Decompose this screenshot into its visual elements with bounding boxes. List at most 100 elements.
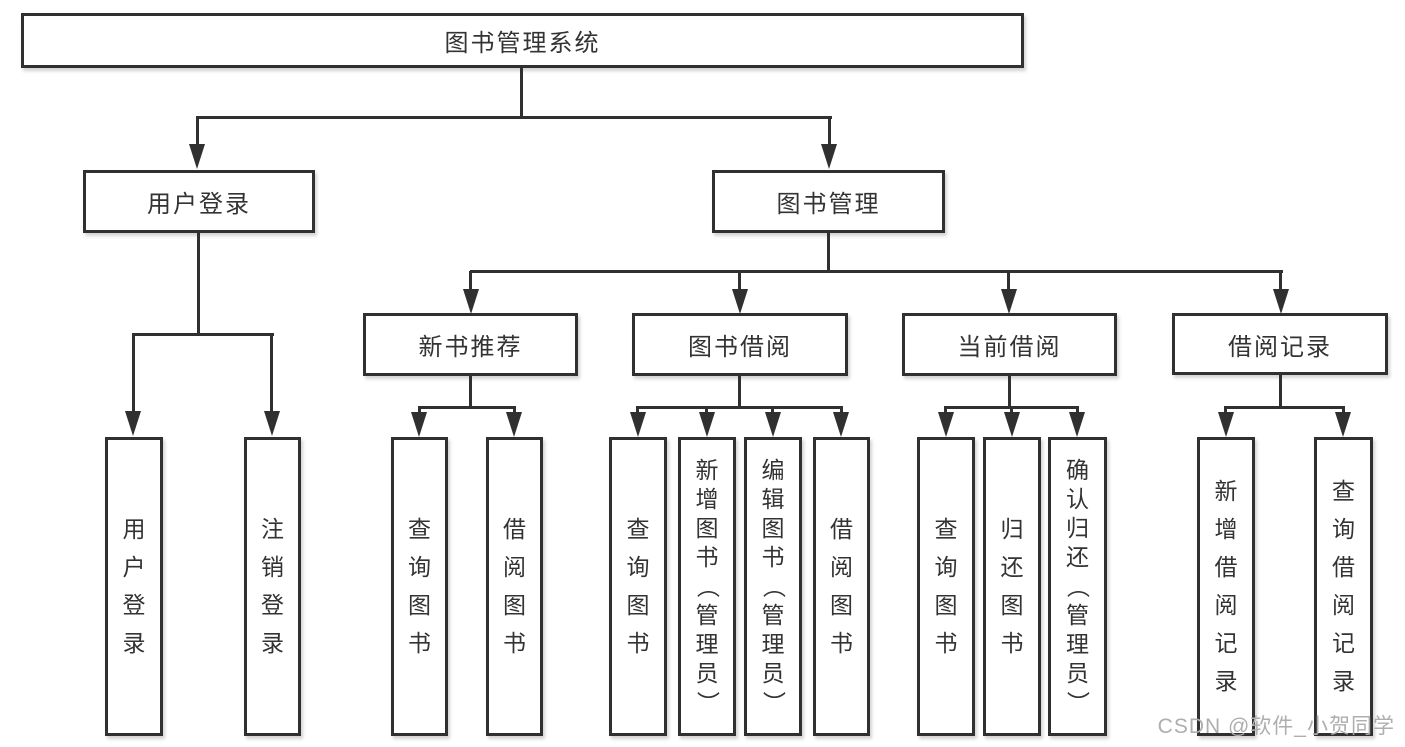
vertical-label-char: 书 [934, 630, 958, 656]
vertical-label-char: 注 [261, 516, 284, 542]
vertical-label-char: 管 [761, 602, 785, 628]
vertical-label-char: 员 [761, 660, 785, 686]
csdn-watermark: CSDN @软件_小贺同学 [1157, 715, 1395, 738]
connector-stem-bb-query [636, 407, 639, 415]
node-borrow-record: 借阅记录 [1172, 313, 1388, 375]
connector-stem-cb-return [1010, 407, 1013, 415]
arrowhead-borrow-record [1273, 289, 1289, 314]
arrowhead-cb-confirm [1069, 412, 1085, 437]
connector-stem-br-add [1224, 407, 1227, 415]
arrowhead-leaf-user-login [125, 411, 141, 436]
vertical-label-char: 询 [934, 554, 958, 580]
connector-book-mgmt-children-hline [470, 270, 1283, 273]
node-leaf-borrow-query: 查询图书 [609, 437, 667, 736]
connector-book-borrow-children-hline [636, 406, 843, 409]
vertical-label-char: 图 [830, 592, 853, 618]
connector-book-borrow-stub [738, 376, 741, 409]
vertical-label-char: 录 [1214, 668, 1238, 694]
arrowhead-br-add [1218, 412, 1234, 437]
node-leaf-newbook-borrow: 借阅图书 [486, 437, 543, 736]
vertical-label-char: （ [694, 575, 721, 598]
vertical-label-char: 借 [503, 516, 526, 542]
vertical-label-char: 阅 [1332, 592, 1355, 618]
arrowhead-bb-edit [765, 412, 781, 437]
vertical-label-char: 录 [122, 630, 146, 656]
vertical-label-char: 书 [695, 544, 719, 570]
vertical-label-char: 归 [1066, 515, 1089, 541]
node-leaf-borrow-borrow: 借阅图书 [813, 437, 870, 736]
vertical-label-char: 查 [1332, 478, 1355, 504]
vertical-label-char: 图 [934, 592, 958, 618]
arrowhead-book-mgmt [821, 144, 837, 169]
vertical-label-char: 新 [695, 457, 719, 483]
vertical-label-char: 还 [1066, 544, 1089, 570]
node-leaf-current-confirm: 确认归还（管理员） [1048, 437, 1107, 736]
vertical-label-char: 查 [934, 516, 958, 542]
connector-stem-borrow-record [1279, 271, 1282, 291]
vertical-label-char: 用 [122, 516, 146, 542]
vertical-label-char: 阅 [830, 554, 853, 580]
connector-stem-cb-query [944, 407, 947, 415]
vertical-label-char: 理 [695, 631, 719, 657]
vertical-label-char: 书 [761, 544, 785, 570]
node-root: 图书管理系统 [21, 13, 1024, 68]
connector-stem-user-login [196, 118, 199, 148]
vertical-label-char: 编 [761, 457, 785, 483]
vertical-label-char: 户 [122, 554, 146, 580]
vertical-label-char: 增 [1214, 516, 1238, 542]
arrowhead-user-login [189, 144, 205, 169]
node-leaf-record-query: 查询借阅记录 [1314, 437, 1373, 736]
vertical-label-char: 销 [261, 554, 284, 580]
node-leaf-record-add: 新增借阅记录 [1197, 437, 1255, 736]
connector-stem-book-borrow [738, 271, 741, 291]
connector-stem-new-book [469, 271, 472, 291]
arrowhead-nb-borrow [506, 412, 522, 437]
connector-user-login-children-hline [132, 333, 274, 336]
connector-stem-nb-query [418, 407, 421, 415]
vertical-label-char: 询 [408, 554, 431, 580]
vertical-label-char: 认 [1066, 486, 1089, 512]
vertical-label-char: 图 [695, 515, 719, 541]
vertical-label-char: 图 [626, 592, 650, 618]
vertical-label-char: 询 [626, 554, 650, 580]
node-leaf-logout: 注销登录 [244, 437, 301, 736]
node-leaf-borrow-edit: 编辑图书（管理员） [744, 437, 802, 736]
vertical-label-char: 员 [695, 660, 719, 686]
connector-stem-bb-add [705, 407, 708, 415]
connector-new-book-stub [469, 376, 472, 409]
vertical-label-char: 书 [1000, 630, 1024, 656]
connector-stem-nb-borrow [513, 407, 516, 415]
vertical-label-char: ） [760, 691, 787, 714]
vertical-label-char: 辑 [761, 486, 785, 512]
arrowhead-bb-query [630, 412, 646, 437]
vertical-label-char: 记 [1214, 630, 1238, 656]
connector-root-children-hline [196, 116, 832, 119]
vertical-label-char: 录 [261, 630, 284, 656]
vertical-label-char: 书 [503, 630, 526, 656]
connector-stem-bb-borrow [840, 407, 843, 415]
vertical-label-char: 管 [695, 602, 719, 628]
vertical-label-char: 新 [1214, 478, 1238, 504]
connector-stem-leaf-logout [270, 334, 273, 412]
vertical-label-char: 查 [626, 516, 650, 542]
vertical-label-char: 借 [830, 516, 853, 542]
vertical-label-char: 书 [830, 630, 853, 656]
arrowhead-cb-return [1004, 412, 1020, 437]
arrowhead-current-borrow [1001, 289, 1017, 314]
vertical-label-char: 记 [1332, 630, 1355, 656]
vertical-label-char: 还 [1000, 554, 1024, 580]
vertical-label-char: 图 [408, 592, 431, 618]
node-book-mgmt: 图书管理 [712, 170, 945, 233]
vertical-label-char: 员 [1066, 660, 1089, 686]
connector-book-mgmt-stub [827, 233, 830, 273]
connector-stem-br-query [1342, 407, 1345, 415]
connector-stem-bb-edit [771, 407, 774, 415]
node-leaf-newbook-query: 查询图书 [391, 437, 448, 736]
connector-root-stub [520, 68, 523, 118]
node-current-borrow: 当前借阅 [902, 313, 1117, 376]
vertical-label-char: ） [694, 691, 721, 714]
node-leaf-current-query: 查询图书 [917, 437, 975, 736]
vertical-label-char: 书 [408, 630, 431, 656]
node-leaf-borrow-add: 新增图书（管理员） [678, 437, 736, 736]
